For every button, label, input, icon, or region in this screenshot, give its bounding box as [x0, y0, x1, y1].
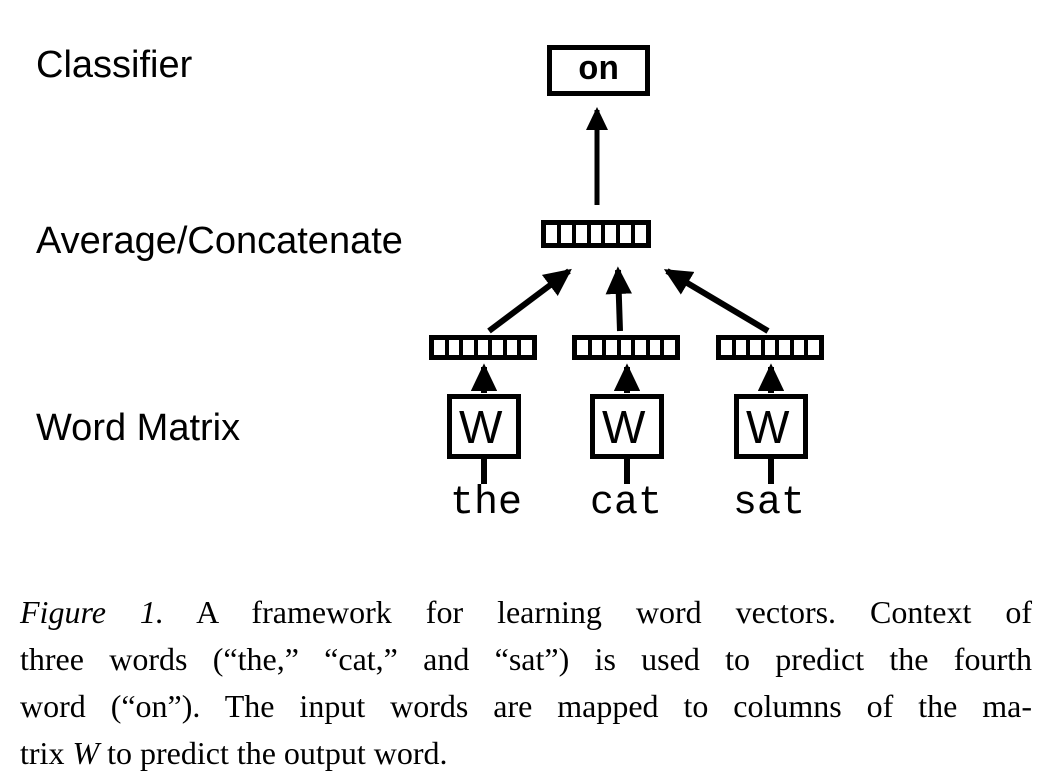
- vector-cell: [605, 225, 617, 243]
- vector-cell: [591, 340, 603, 355]
- caption-line-2: three words (“the,” “cat,” and “sat”) is…: [20, 641, 1032, 677]
- arrow-sat-to-concat: [663, 268, 770, 334]
- vector-cell: [463, 340, 474, 355]
- caption-line-4-pre: trix: [20, 735, 73, 771]
- caption-line-3: word (“on”). The input words are mapped …: [20, 688, 1032, 724]
- word-matrix-box-the: W: [447, 394, 521, 459]
- arrow-the-to-concat: [487, 268, 572, 334]
- vector-cell: [721, 340, 732, 355]
- word-vector-the: [429, 335, 537, 360]
- vector-cell: [808, 340, 820, 355]
- output-word-label: on: [578, 51, 619, 90]
- vector-cell: [664, 340, 676, 355]
- vector-cell: [560, 225, 572, 243]
- output-word-box: on: [547, 45, 650, 96]
- vector-cell: [735, 340, 747, 355]
- concatenate-vector: [541, 220, 651, 248]
- vector-cell: [448, 340, 460, 355]
- vector-cell: [577, 340, 588, 355]
- word-matrix-box-cat: W: [590, 394, 664, 459]
- vector-cell: [620, 340, 632, 355]
- input-word-sat: sat: [732, 481, 805, 526]
- input-word-the: the: [449, 481, 522, 526]
- word-vector-cat: [572, 335, 680, 360]
- vector-cell: [649, 340, 661, 355]
- vector-cell: [477, 340, 489, 355]
- word-matrix-box-sat: W: [734, 394, 808, 459]
- vector-cell: [750, 340, 761, 355]
- caption-figure-label: Figure 1.: [20, 594, 164, 630]
- vector-cell: [635, 225, 647, 243]
- vector-cell: [492, 340, 503, 355]
- caption-line-4: trix W to predict the output word.: [20, 730, 1032, 777]
- vector-cell: [434, 340, 445, 355]
- arrow-cat-to-concat: [605, 266, 632, 332]
- caption-line-4-post: to predict the output word.: [99, 735, 448, 771]
- caption-line-1: Figure 1. A framework for learning word …: [20, 589, 1032, 636]
- matrix-w-label: W: [602, 400, 646, 453]
- caption-line-1-text: A framework for learning word vectors. C…: [163, 594, 1033, 630]
- vector-cell: [546, 225, 557, 243]
- caption-math-w: W: [72, 735, 100, 771]
- word-vector-sat: [716, 335, 824, 360]
- figure-caption: Figure 1. A framework for learning word …: [20, 589, 1032, 777]
- vector-cell: [575, 225, 587, 243]
- vector-cell: [635, 340, 646, 355]
- vector-cell: [620, 225, 632, 243]
- word-matrix-label: Word Matrix: [36, 407, 241, 449]
- vector-cell: [793, 340, 805, 355]
- matrix-w-label: W: [459, 400, 503, 453]
- vector-cell: [521, 340, 533, 355]
- average-concatenate-label: Average/Concatenate: [36, 220, 403, 262]
- matrix-w-label: W: [746, 400, 790, 453]
- vector-cell: [590, 225, 602, 243]
- vector-cell: [506, 340, 518, 355]
- input-word-cat: cat: [589, 481, 662, 526]
- vector-cell: [779, 340, 790, 355]
- vector-cell: [764, 340, 776, 355]
- classifier-label: Classifier: [36, 44, 193, 86]
- vector-cell: [606, 340, 617, 355]
